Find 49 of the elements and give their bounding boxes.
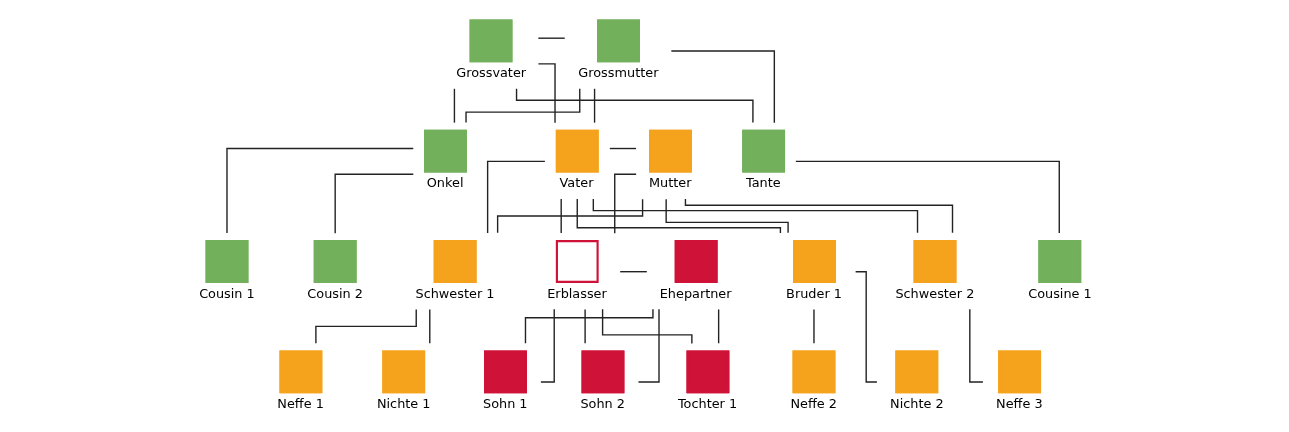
connector: [496, 198, 643, 234]
connector: [464, 88, 580, 124]
node-label: Grossvater: [455, 64, 526, 80]
connector: [576, 198, 781, 234]
node-label: Bruder 1: [785, 285, 842, 301]
connector: [637, 308, 660, 383]
node-label: Cousin 2: [306, 285, 363, 301]
connector: [537, 37, 565, 39]
connector: [613, 173, 637, 234]
node-label: Schwester 2: [894, 285, 974, 301]
node-label: Cousine 1: [1027, 285, 1092, 301]
connector: [601, 308, 693, 345]
node-label: Neffe 2: [789, 395, 837, 411]
node-label: Neffe 3: [995, 395, 1043, 411]
node-label: Vater: [559, 175, 593, 191]
node-label: Nichte 2: [889, 395, 944, 411]
connector: [794, 160, 1060, 234]
node-label: Sohn 2: [579, 395, 625, 411]
node-label: Mutter: [648, 175, 691, 191]
node-label: Sohn 1: [482, 395, 528, 411]
connector: [333, 173, 414, 234]
connector: [583, 308, 586, 344]
connector: [515, 88, 754, 124]
connector: [560, 198, 562, 234]
connector: [453, 88, 455, 124]
node-label: Neffe 1: [276, 395, 324, 411]
node-label: Erblasser: [546, 285, 607, 301]
node-label: Schwester 1: [415, 285, 494, 301]
connector: [717, 308, 719, 344]
connector: [670, 50, 775, 124]
connector: [812, 308, 815, 344]
connector: [618, 271, 647, 273]
node-label: Cousin 1: [198, 285, 255, 301]
node-label: Grossmutter: [577, 64, 658, 80]
connector: [593, 88, 595, 124]
connector: [537, 63, 556, 124]
node-label: Ehepartner: [659, 285, 732, 301]
connector: [684, 198, 953, 234]
node-label: Onkel: [426, 175, 463, 191]
connector: [428, 308, 430, 344]
node-label: Nichte 1: [376, 395, 431, 411]
connector: [664, 198, 789, 234]
connector: [486, 160, 546, 234]
connector: [608, 147, 637, 150]
node-label: Tochter 1: [677, 395, 737, 411]
connector: [592, 198, 918, 234]
connector: [524, 308, 654, 344]
connector: [225, 147, 414, 234]
node-label: Tante: [745, 175, 781, 191]
